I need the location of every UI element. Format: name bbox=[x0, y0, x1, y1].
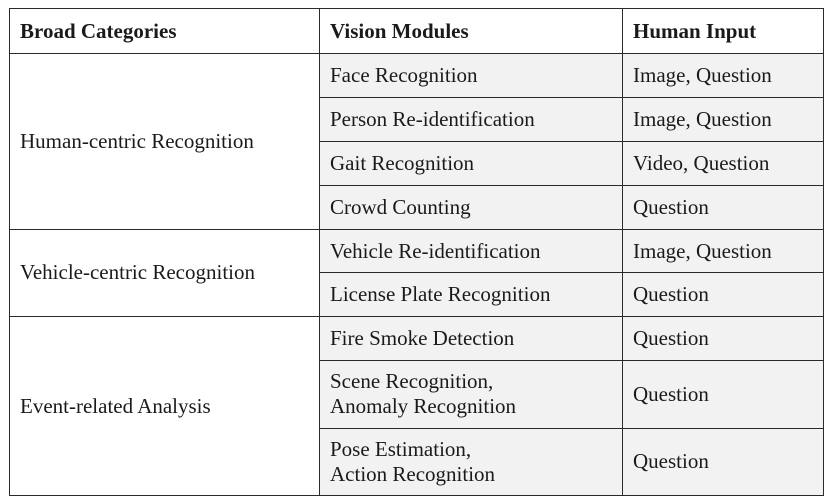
table-row: Pose Estimation, Action Recognition Ques… bbox=[10, 427, 824, 497]
input-cell: Question bbox=[622, 360, 824, 429]
table-row: Event-related Analysis Fire Smoke Detect… bbox=[9, 316, 824, 496]
input-cell: Question bbox=[622, 272, 824, 318]
header-broad-categories: Broad Categories bbox=[9, 8, 320, 54]
input-cell: Image, Question bbox=[622, 96, 824, 142]
header-human-input: Human Input bbox=[622, 8, 824, 54]
input-cell: Question bbox=[622, 316, 824, 362]
header-row: Broad Categories Vision Modules Human In… bbox=[9, 8, 824, 54]
input-cell: Question bbox=[622, 184, 824, 230]
module-cell: Person Re-identification bbox=[319, 96, 623, 142]
input-cell: Image, Question bbox=[622, 53, 824, 98]
table-row: Gait Recognition Video, Question bbox=[10, 140, 824, 186]
module-cell: Fire Smoke Detection bbox=[319, 316, 623, 362]
module-cell: Scene Recognition, Anomaly Recognition bbox=[319, 360, 623, 429]
table-row: Vehicle-centric Recognition Vehicle Re-i… bbox=[9, 228, 824, 318]
input-cell: Question bbox=[622, 427, 824, 497]
module-cell: Vehicle Re-identification bbox=[319, 228, 623, 274]
category-cell: Vehicle-centric Recognition bbox=[9, 228, 320, 318]
table-row: Crowd Counting Question bbox=[10, 184, 824, 230]
module-line: Scene Recognition, bbox=[330, 369, 494, 394]
input-cell: Video, Question bbox=[622, 140, 824, 186]
module-cell: Gait Recognition bbox=[319, 140, 623, 186]
category-cell: Human-centric Recognition bbox=[9, 53, 320, 230]
module-line: Pose Estimation, bbox=[330, 436, 472, 461]
table-row: Person Re-identification Image, Question bbox=[10, 96, 824, 142]
module-line: Action Recognition bbox=[330, 461, 496, 486]
module-cell: License Plate Recognition bbox=[319, 272, 623, 318]
category-cell: Event-related Analysis bbox=[9, 316, 320, 496]
header-vision-modules: Vision Modules bbox=[319, 8, 623, 54]
table-row: License Plate Recognition Question bbox=[10, 272, 824, 318]
input-cell: Image, Question bbox=[622, 228, 824, 274]
vision-modules-table: Broad Categories Vision Modules Human In… bbox=[9, 8, 824, 497]
module-cell: Face Recognition bbox=[319, 53, 623, 98]
table-row: Human-centric Recognition Face Recogniti… bbox=[9, 53, 824, 230]
module-cell: Pose Estimation, Action Recognition bbox=[319, 427, 623, 497]
module-line: Anomaly Recognition bbox=[330, 394, 517, 419]
table-row: Scene Recognition, Anomaly Recognition Q… bbox=[10, 360, 824, 429]
module-cell: Crowd Counting bbox=[319, 184, 623, 230]
